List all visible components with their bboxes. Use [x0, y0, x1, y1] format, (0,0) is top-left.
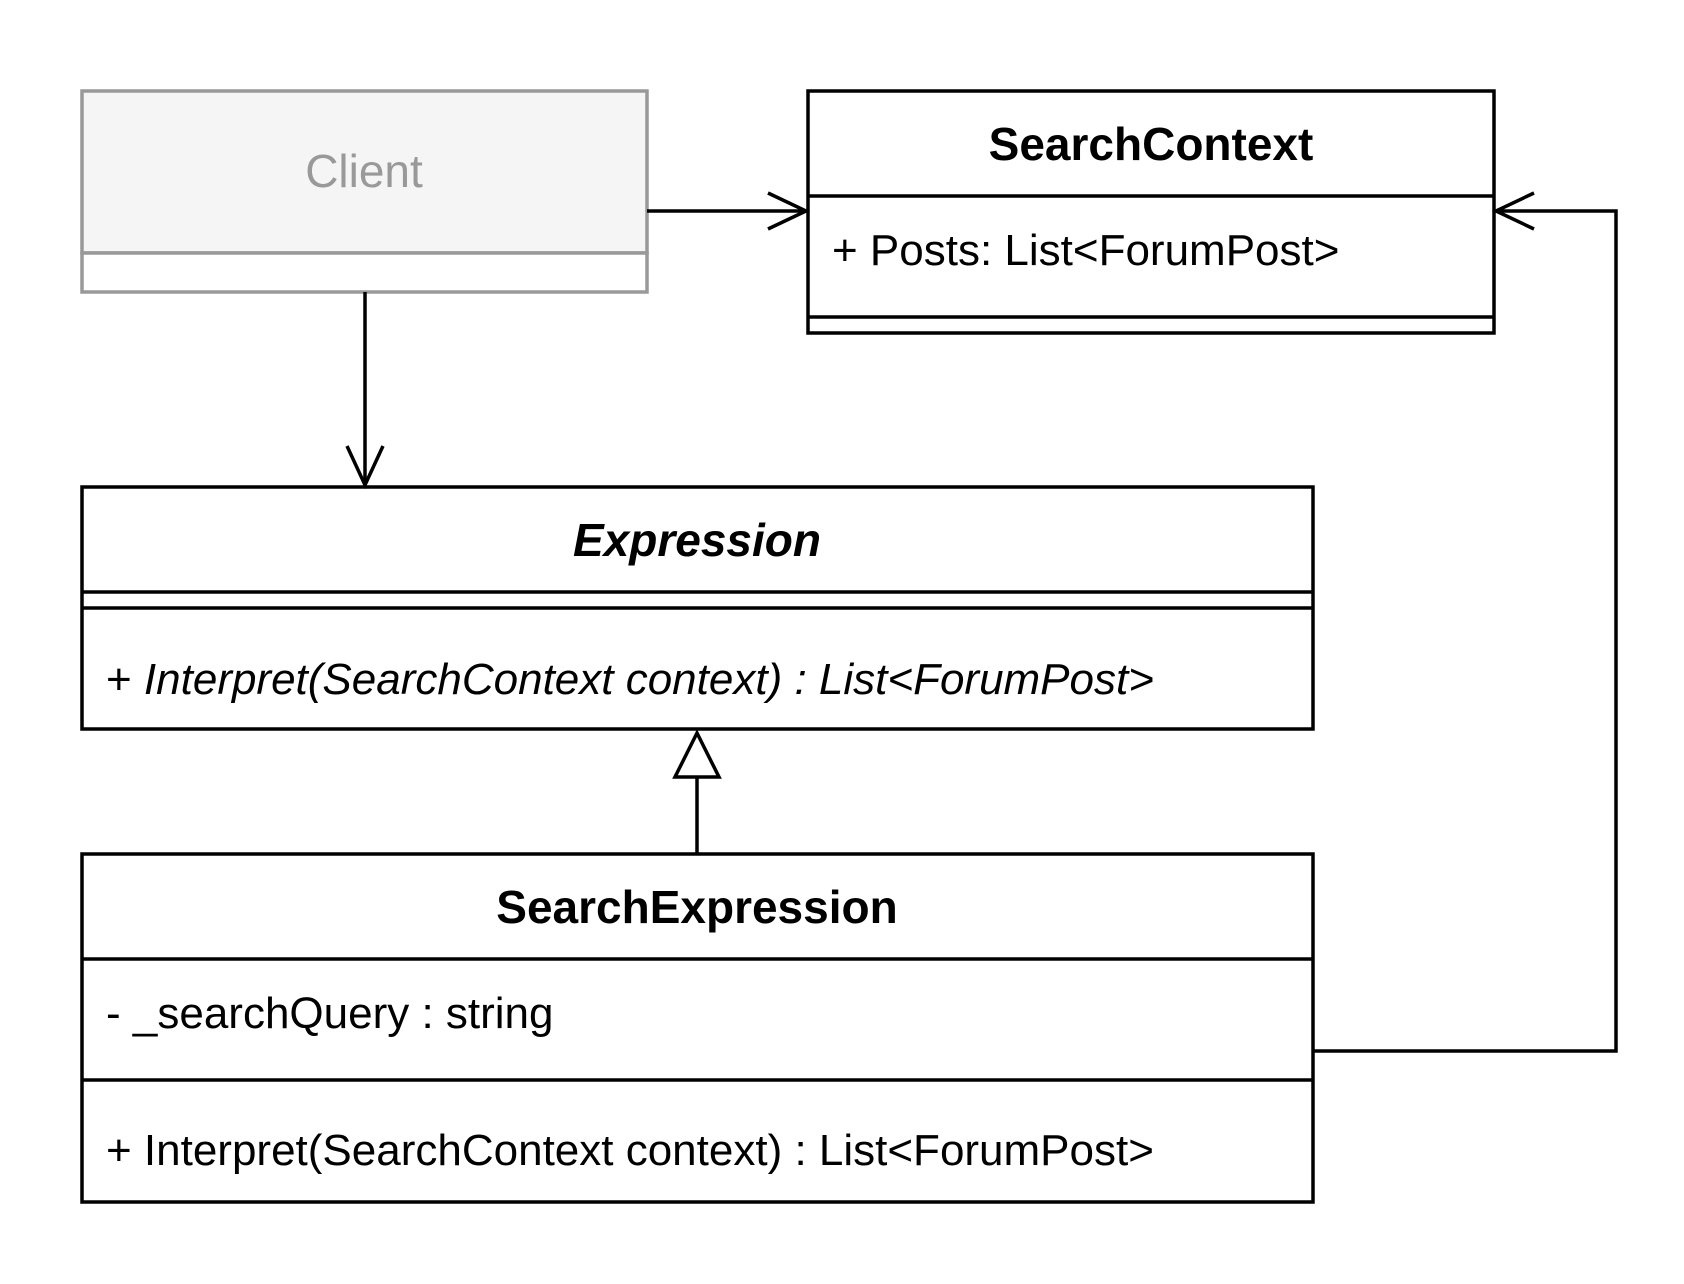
edge-client-to-search-context	[647, 191, 811, 231]
expression-operation-signature: Interpret(SearchContext context) : List<…	[144, 655, 1154, 704]
open-arrowhead-icon	[767, 191, 811, 231]
search-context-attribute: + Posts: List<ForumPost>	[832, 226, 1339, 275]
expression-operation-visibility: +	[106, 655, 144, 704]
open-arrowhead-icon	[1491, 191, 1535, 231]
search-expression-attribute: - _searchQuery : string	[106, 989, 554, 1038]
class-search-context[interactable]: SearchContext + Posts: List<ForumPost>	[806, 89, 1496, 335]
hollow-triangle-icon	[672, 729, 722, 779]
client-body-box	[80, 251, 649, 294]
expression-class-name: Expression	[573, 514, 821, 566]
search-context-box	[806, 89, 1496, 335]
edge-client-to-expression	[345, 292, 385, 490]
search-context-class-name: SearchContext	[989, 118, 1314, 170]
search-expression-box	[80, 852, 1315, 1204]
edge-search-expression-to-search-context	[1313, 191, 1618, 1053]
edge-search-expression-generalizes-expression	[672, 729, 722, 854]
class-search-expression[interactable]: SearchExpression - _searchQuery : string…	[80, 852, 1315, 1204]
open-arrowhead-icon	[345, 445, 385, 490]
search-expression-operation: + Interpret(SearchContext context) : Lis…	[106, 1126, 1154, 1175]
edge-line	[1313, 209, 1618, 1053]
class-client[interactable]: Client	[80, 89, 649, 294]
client-header-box	[80, 89, 649, 255]
class-expression[interactable]: Expression + Interpret(SearchContext con…	[80, 485, 1315, 731]
client-class-name: Client	[305, 145, 423, 197]
search-expression-class-name: SearchExpression	[496, 881, 897, 933]
expression-operation: + Interpret(SearchContext context) : Lis…	[106, 655, 1154, 704]
